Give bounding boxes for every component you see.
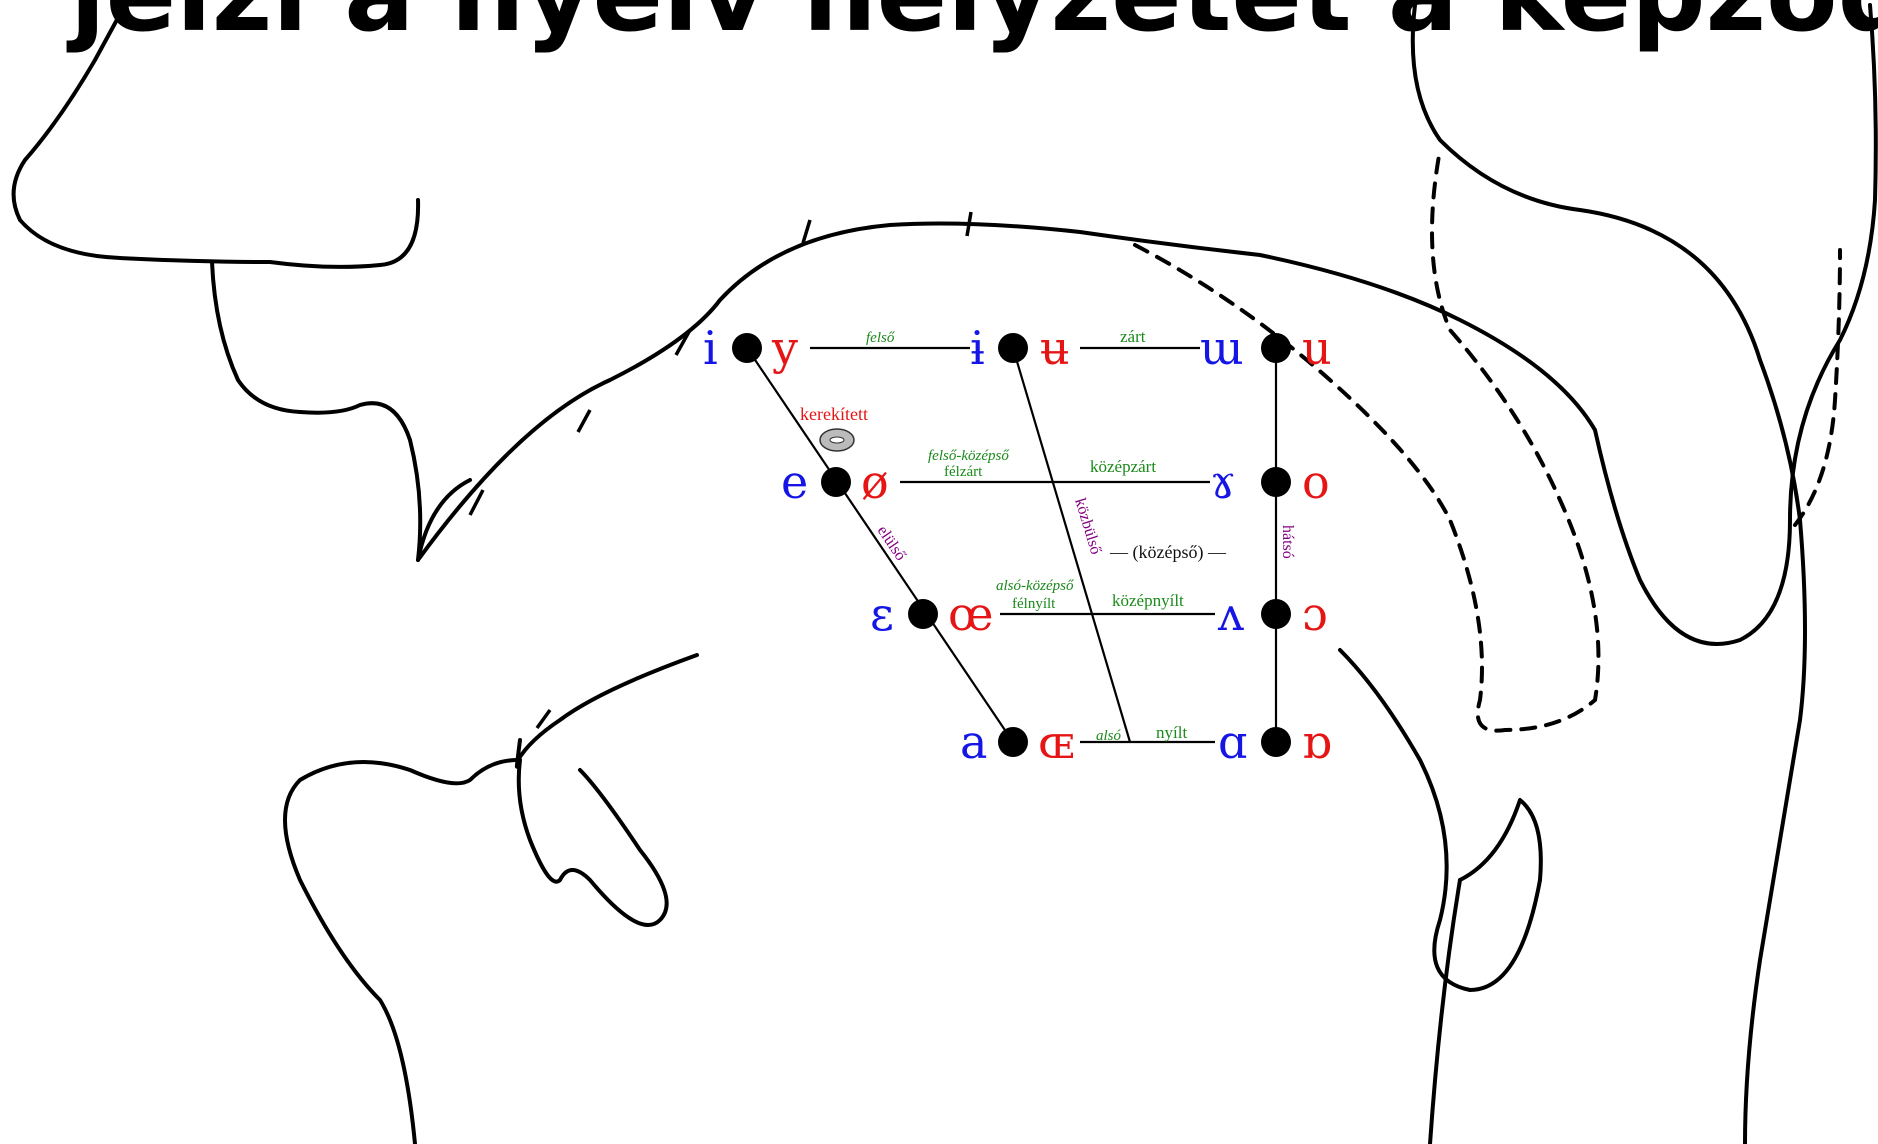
- vowel-u: u: [1302, 321, 1332, 375]
- nose-face-outline: [11, 3, 421, 269]
- open-mid-label: középnyílt: [1112, 591, 1184, 610]
- close-mid-label: középzárt: [1090, 457, 1156, 476]
- vowel-barred-i: ɨ: [970, 321, 985, 375]
- tongue-back-outline: [1338, 648, 1543, 992]
- jaw-tick-1: [535, 708, 552, 730]
- throat-outline: [1428, 878, 1462, 1144]
- lower-jaw-outline: [516, 758, 669, 927]
- central-label: közbülső: [1071, 496, 1104, 556]
- vowel-open-o: ɔ: [1302, 587, 1328, 641]
- open-label: nyílt: [1156, 723, 1187, 742]
- vowel-o: o: [1302, 455, 1330, 509]
- tongue-outline: [514, 653, 699, 769]
- open-back-dot: [1261, 727, 1291, 757]
- vowel-open-e: ɛ: [870, 587, 894, 641]
- close-central-dot: [998, 333, 1028, 363]
- vowel-script-a: ɑ: [1218, 715, 1247, 769]
- vowel-o-slash: ø: [861, 455, 889, 509]
- palate-tick-2: [576, 409, 592, 433]
- mid-label: — (középső) —: [1109, 542, 1227, 563]
- palate-tick-3: [674, 329, 692, 356]
- close-label: zárt: [1120, 327, 1146, 346]
- close-front-dot: [732, 333, 762, 363]
- palate-tick-4: [801, 219, 812, 244]
- open-mid-label-italic: alsó-középső: [996, 578, 1075, 594]
- open-front-dot: [998, 727, 1028, 757]
- open-mid-back-dot: [1261, 599, 1291, 629]
- vowel-e: e: [781, 455, 808, 509]
- vowel-dots: [732, 333, 1291, 757]
- close-label-italic: felső: [866, 330, 896, 346]
- vowel-rams-horn: ɤ: [1210, 455, 1236, 509]
- vowel-turned-script-a: ɒ: [1302, 715, 1331, 769]
- back-label: hátsó: [1279, 525, 1296, 559]
- close-mid-back-dot: [1261, 467, 1291, 497]
- palate-tick-1: [468, 489, 485, 516]
- close-mid-label-small: félzárt: [944, 464, 983, 480]
- vowel-y: y: [771, 321, 798, 375]
- vowel-turned-m: ɯ: [1200, 321, 1244, 375]
- palate-outline: [416, 3, 1878, 646]
- vowel-a: a: [960, 715, 987, 769]
- tongue-dashed-outline: [1133, 148, 1601, 733]
- vowel-symbols: i y ɨ ʉ ɯ u e ø ɤ o ɛ œ ʌ ɔ a ɶ ɑ ɒ: [703, 321, 1332, 769]
- vowel-oe: œ: [948, 587, 993, 641]
- close-mid-front-dot: [821, 467, 851, 497]
- upper-lip-outline: [210, 260, 472, 562]
- open-mid-label-small: félnyílt: [1012, 596, 1056, 612]
- open-label-italic: alsó: [1096, 728, 1122, 744]
- head-outline: [11, 3, 1878, 1144]
- vowel-chart-lines: [746, 346, 1278, 744]
- lower-lip-outline: [283, 758, 520, 1144]
- front-line: [746, 347, 1014, 743]
- velum-dashed-outline: [1793, 248, 1842, 527]
- vowel-i: i: [703, 321, 718, 375]
- close-back-dot: [1261, 333, 1291, 363]
- chart-labels: kerekített felső zárt felső-középső félz…: [800, 327, 1296, 744]
- neck-outline: [1743, 518, 1807, 1144]
- vowel-small-oe: ɶ: [1038, 715, 1074, 769]
- heading-fragment: jelzi a nyelv helyzetét a képződés közbe…: [66, 0, 1878, 55]
- open-mid-front-dot: [908, 599, 938, 629]
- back-of-head-outline: [1410, 3, 1802, 522]
- central-line: [1011, 347, 1132, 743]
- vowel-barred-u: ʉ: [1040, 321, 1070, 375]
- close-mid-label-italic: felső-középső: [928, 448, 1010, 464]
- vowel-wedge: ʌ: [1217, 587, 1244, 641]
- palate-tick-5: [965, 211, 973, 237]
- rounded-legend: kerekített: [800, 404, 868, 424]
